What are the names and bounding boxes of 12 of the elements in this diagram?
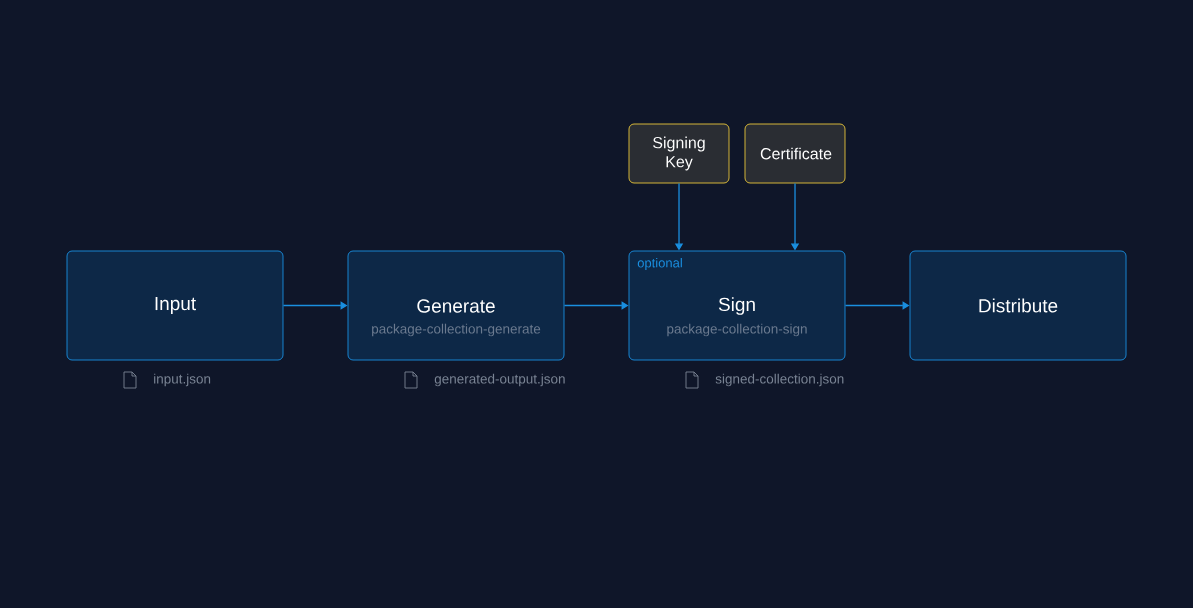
file-name: generated-output.json [434, 373, 565, 387]
step-title: Generate [417, 299, 495, 313]
step-title: Distribute [979, 298, 1058, 313]
box-label: Certificate [760, 147, 832, 160]
file-name: signed-collection.json [715, 373, 844, 387]
tag-label: optional [637, 257, 682, 271]
step-title: Sign [718, 297, 755, 315]
command-name: package-collection-sign [667, 323, 807, 337]
step-title: Input [155, 297, 196, 314]
command-name: package-collection-generate [372, 323, 541, 337]
file-name: input.json [154, 373, 211, 387]
box-label: Signing Key [653, 136, 705, 171]
